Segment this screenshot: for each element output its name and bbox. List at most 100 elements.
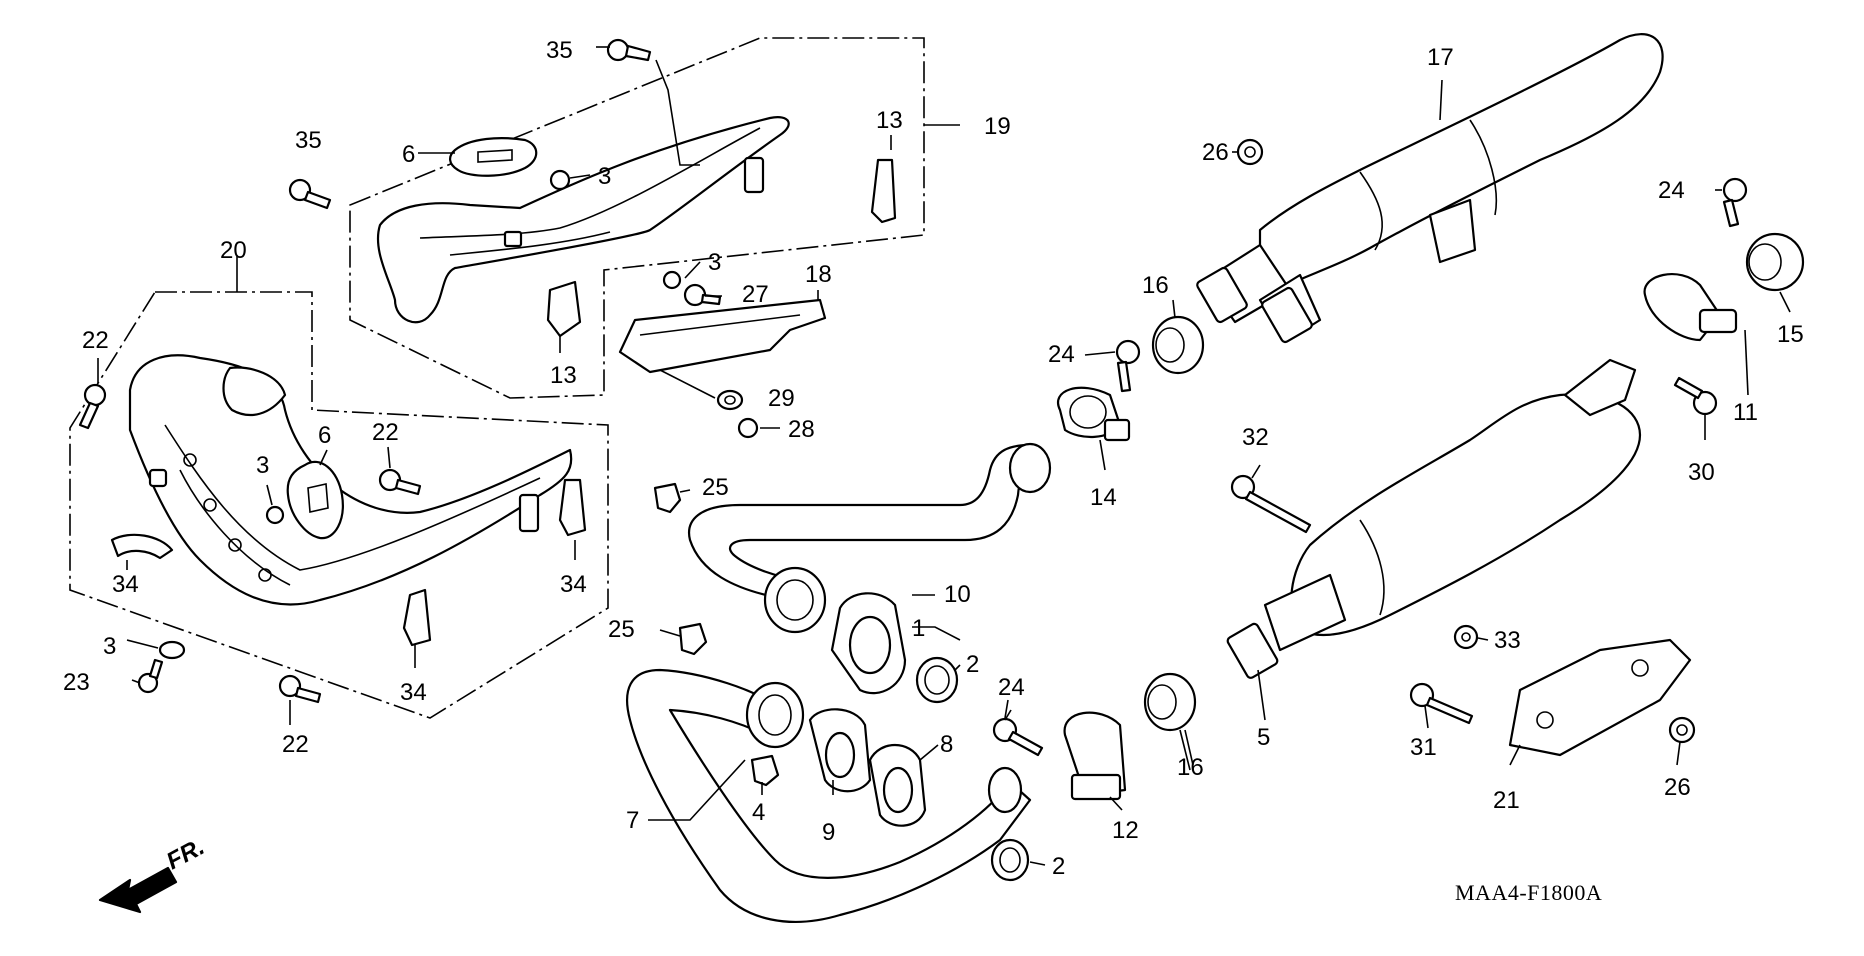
callout-5: 5: [1257, 724, 1270, 751]
nut-4: [750, 754, 780, 787]
callout-24-low: 24: [998, 674, 1025, 701]
callout-17: 17: [1427, 44, 1454, 71]
callout-35-left: 35: [295, 127, 322, 154]
callout-24-top-right: 24: [1658, 177, 1685, 204]
callout-3-b: 3: [708, 249, 721, 276]
bracket-34-right: [558, 478, 587, 537]
bolt-32: [1230, 474, 1312, 534]
clamp-12: [1063, 711, 1127, 801]
nut-25-a: [653, 482, 682, 514]
bolt-31: [1409, 682, 1474, 725]
callout-30: 30: [1688, 459, 1715, 486]
callout-34-right: 34: [560, 571, 587, 598]
callout-29: 29: [768, 385, 795, 412]
clamp-11: [1643, 273, 1738, 342]
callout-31: 31: [1410, 734, 1437, 761]
callout-labels: 35 35 6 3 13 19 20 22 3 6 22 34 34 34 3 …: [63, 37, 1804, 880]
callout-27: 27: [742, 281, 769, 308]
bracket-13-upper: [870, 158, 897, 224]
heat-shield-upper: [376, 116, 790, 324]
bracket-34-mid: [402, 588, 432, 647]
callout-26-top: 26: [1202, 139, 1229, 166]
bolt-35-top: [606, 38, 652, 62]
bolt-24-low: [992, 717, 1044, 757]
gasket-6-lower: [286, 460, 344, 540]
callout-11: 11: [1733, 399, 1758, 426]
gasket-9: [808, 708, 872, 793]
callout-15: 15: [1777, 321, 1804, 348]
callout-12: 12: [1112, 817, 1139, 844]
washer-29: [716, 389, 744, 411]
nut-3-b: [662, 270, 682, 290]
callout-18: 18: [805, 261, 832, 288]
bracket-34-left: [110, 533, 174, 560]
callout-20: 20: [220, 237, 247, 264]
callout-3-a: 3: [598, 163, 611, 190]
callout-35-top: 35: [546, 37, 573, 64]
callout-16-lower: 16: [1177, 754, 1204, 781]
nut-28: [737, 417, 759, 439]
heat-shield-lower: [128, 354, 573, 606]
bolt-30: [1673, 376, 1718, 416]
callout-24-mid: 24: [1048, 341, 1075, 368]
callout-22-a: 22: [82, 327, 109, 354]
bolt-22-a: [78, 383, 107, 430]
nut-3-d: [158, 640, 186, 660]
exhaust-pipe-7: [626, 668, 1032, 923]
bracket-13-lower: [546, 280, 582, 338]
nut-26-bottom: [1668, 716, 1696, 744]
bolt-22-b: [378, 468, 422, 496]
heat-protector-18: [618, 298, 827, 374]
callout-3-c: 3: [256, 452, 269, 479]
callout-34-mid: 34: [400, 679, 427, 706]
group-box-20: [69, 291, 609, 719]
muffler-17: [1196, 33, 1664, 344]
drawing-code: MAA4-F1800A: [1455, 880, 1602, 905]
callout-7: 7: [626, 807, 639, 834]
callout-28: 28: [788, 416, 815, 443]
callout-2-upper: 2: [966, 651, 979, 678]
gasket-2-lower: [990, 838, 1030, 882]
nut-3-c: [265, 505, 285, 525]
clamp-14: [1057, 386, 1131, 442]
group-box-19: [349, 37, 925, 399]
callout-16-upper: 16: [1142, 272, 1169, 299]
collar-16-lower: [1143, 672, 1197, 732]
callout-2-lower: 2: [1052, 853, 1065, 880]
callout-13-lower: 13: [550, 362, 577, 389]
callout-32: 32: [1242, 424, 1269, 451]
gasket-2-upper: [915, 656, 959, 704]
callout-6-upper: 6: [402, 141, 415, 168]
callout-14: 14: [1090, 484, 1117, 511]
leader-lines: [97, 46, 1791, 866]
callout-22-c: 22: [282, 731, 309, 758]
callout-19: 19: [984, 113, 1011, 140]
flange-1: [830, 592, 907, 695]
muffler-lower: [1226, 358, 1642, 679]
bolt-27: [683, 283, 722, 307]
callout-10: 10: [944, 581, 971, 608]
callout-6-lower: 6: [318, 422, 331, 449]
callout-26-bottom: 26: [1664, 774, 1691, 801]
front-direction-arrow: FR.: [98, 833, 209, 914]
callout-8: 8: [940, 731, 953, 758]
joint-8: [868, 744, 927, 827]
callout-33: 33: [1494, 627, 1521, 654]
bolt-24-top-right: [1722, 177, 1748, 228]
bolt-24-mid: [1115, 339, 1141, 393]
callout-23: 23: [63, 669, 90, 696]
collar-15: [1745, 232, 1805, 292]
callout-9: 9: [822, 819, 835, 846]
callout-1: 1: [912, 615, 925, 642]
gasket-6-upper: [449, 137, 538, 177]
nut-33: [1453, 624, 1479, 650]
collar-16-upper: [1151, 315, 1205, 375]
nut-25-b: [678, 622, 708, 656]
callout-22-b: 22: [372, 419, 399, 446]
callout-21: 21: [1493, 787, 1520, 814]
bolt-35-left: [288, 178, 332, 210]
nut-3-a: [549, 169, 571, 191]
nut-26-top: [1236, 138, 1264, 166]
